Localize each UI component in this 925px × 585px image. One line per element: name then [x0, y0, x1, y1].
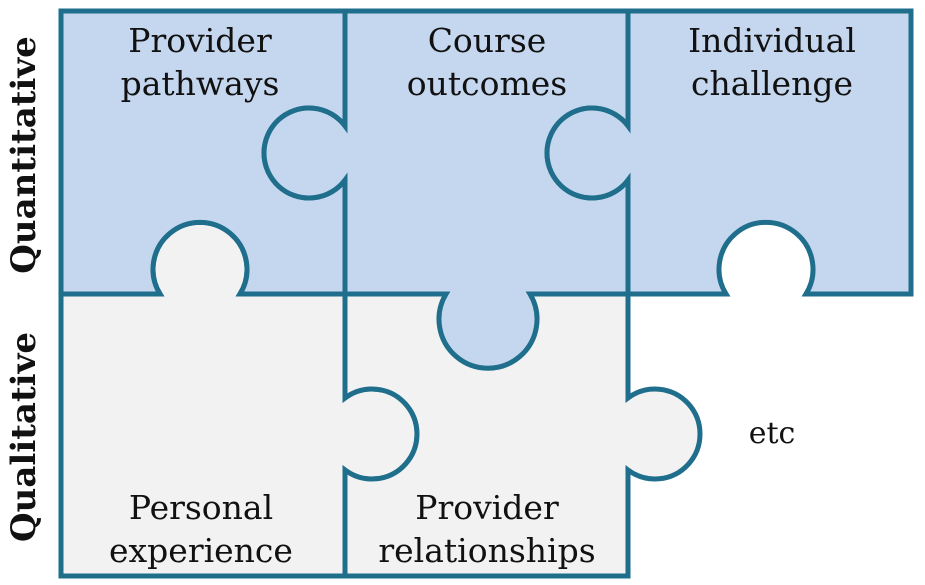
- piece-individual-challenge: [544, 8, 914, 297]
- provider-pathways-line1: Provider: [128, 21, 272, 60]
- provider-relationships-line1: Provider: [415, 488, 559, 527]
- etc-label: etc: [749, 416, 796, 451]
- personal-experience-line2: experience: [109, 531, 293, 570]
- axis-label-quantitative: Quantitative: [4, 36, 44, 273]
- course-outcomes-line1: Course: [428, 21, 547, 60]
- piece-provider-relationships: [342, 291, 703, 579]
- individual-challenge-line2: challenge: [691, 64, 853, 103]
- course-outcomes-line2: outcomes: [407, 64, 568, 103]
- axis-label-qualitative: Qualitative: [4, 332, 44, 542]
- provider-pathways-line2: pathways: [121, 64, 280, 103]
- provider-relationships-line2: relationships: [378, 531, 595, 570]
- personal-experience-line1: Personal: [129, 488, 273, 527]
- individual-challenge-line1: Individual: [688, 21, 856, 60]
